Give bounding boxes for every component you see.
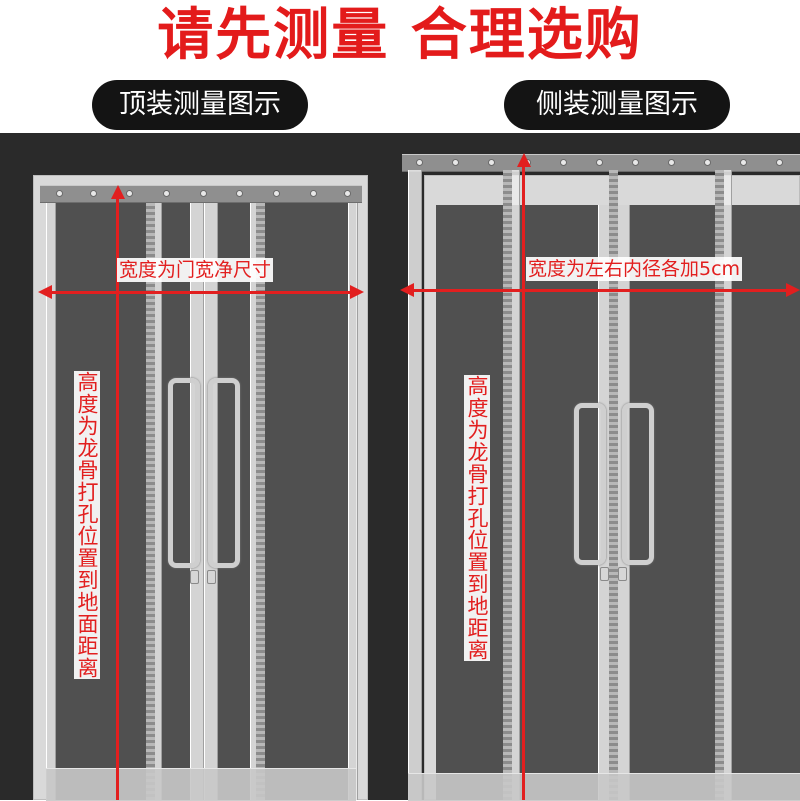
top-mount-diagram: 宽度为门宽净尺寸 高度为龙骨打孔位置到地面距离 [0,133,400,801]
door-lock-knob [190,570,199,584]
width-label: 宽度为门宽净尺寸 [117,258,274,282]
width-arrow-right-head [350,285,364,299]
rivet [488,159,495,166]
rivet [704,159,711,166]
rivet [560,159,567,166]
width-arrow-right-head [786,283,800,297]
curtain-strip [348,203,358,800]
height-arrow-line [522,165,525,800]
rivet [344,190,351,197]
width-arrow-left-head [400,283,414,297]
width-arrow-line [48,291,352,294]
side-mount-diagram: 宽度为左右内径各加5cm 高度为龙骨打孔位置到地距离 [400,133,800,801]
rivet [452,159,459,166]
beaded-strip [146,203,155,800]
rivet [163,190,170,197]
height-arrow-top-head [111,185,125,199]
rivet [310,190,317,197]
rivet [90,190,97,197]
width-label: 宽度为左右内径各加5cm [526,257,743,281]
diagram-area: 宽度为门宽净尺寸 高度为龙骨打孔位置到地面距离 [0,133,800,801]
height-arrow-line [116,195,119,800]
rivet [740,159,747,166]
rivet [776,159,783,166]
door-lock-knob [618,567,627,581]
beaded-strip [715,170,724,800]
rivet [668,159,675,166]
rivet [200,190,207,197]
beaded-strip [256,203,265,800]
curtain-strip [46,203,56,800]
rivet [596,159,603,166]
rivet [126,190,133,197]
height-arrow-top-head [517,153,531,167]
width-arrow-line [410,289,788,292]
rivet [273,190,280,197]
door-lock-knob [207,570,216,584]
height-label: 高度为龙骨打孔位置到地面距离 [74,371,100,679]
rivet [416,159,423,166]
rivet [236,190,243,197]
door-handle-icon [574,403,606,565]
door-handle-icon [168,378,200,568]
side-mount-title-badge: 侧装测量图示 [504,80,730,130]
page-headline: 请先测量 合理选购 [157,3,643,68]
rivet [56,190,63,197]
rivet [632,159,639,166]
curtain-bottom-flap [46,768,356,801]
door-lock-knob [600,567,609,581]
door-handle-icon [622,403,654,565]
curtain-strip [408,170,422,800]
top-mount-title-badge: 顶装测量图示 [92,80,308,130]
beaded-strip [503,170,512,800]
beaded-strip [609,170,618,800]
height-label: 高度为龙骨打孔位置到地距离 [464,375,490,661]
curtain-bottom-flap [408,773,800,801]
door-handle-icon [208,378,240,568]
width-arrow-left-head [38,285,52,299]
